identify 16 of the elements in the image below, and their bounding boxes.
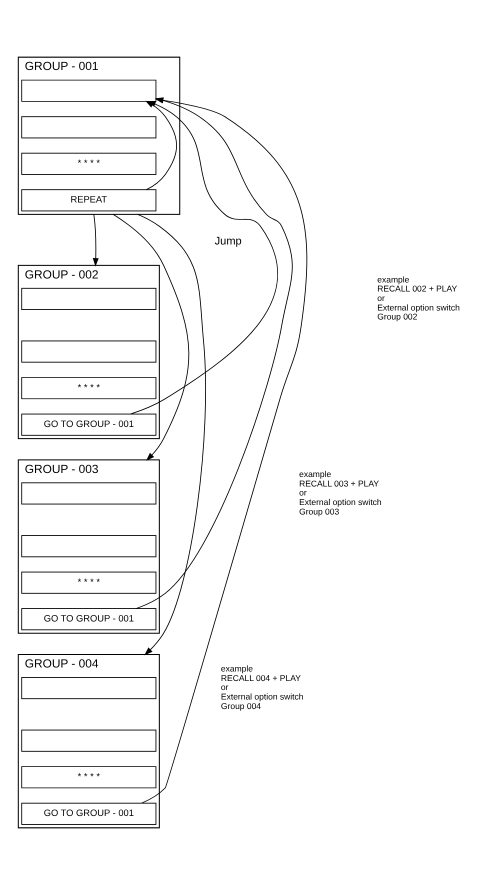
node-label: External option switch xyxy=(299,496,382,506)
label: Jump xyxy=(214,234,242,247)
node-label: example xyxy=(299,468,332,478)
node-label: example xyxy=(220,662,254,673)
node-label: RECALL 004 + PLAY xyxy=(220,672,301,682)
node-label: Group 003 xyxy=(299,506,340,516)
node-label: RECALL 003 + PLAY xyxy=(299,478,380,488)
node-label: RECALL 002 + PLAY xyxy=(377,283,458,294)
node-label: or xyxy=(220,682,228,692)
node-label: Group 002 xyxy=(377,311,418,322)
node-label: External option switch xyxy=(377,302,460,312)
node-label: or xyxy=(299,487,307,498)
node-label: Group 004 xyxy=(220,700,262,710)
node-label: example xyxy=(377,274,410,284)
node-label: External option switch xyxy=(220,691,304,702)
node-label: or xyxy=(377,292,385,303)
